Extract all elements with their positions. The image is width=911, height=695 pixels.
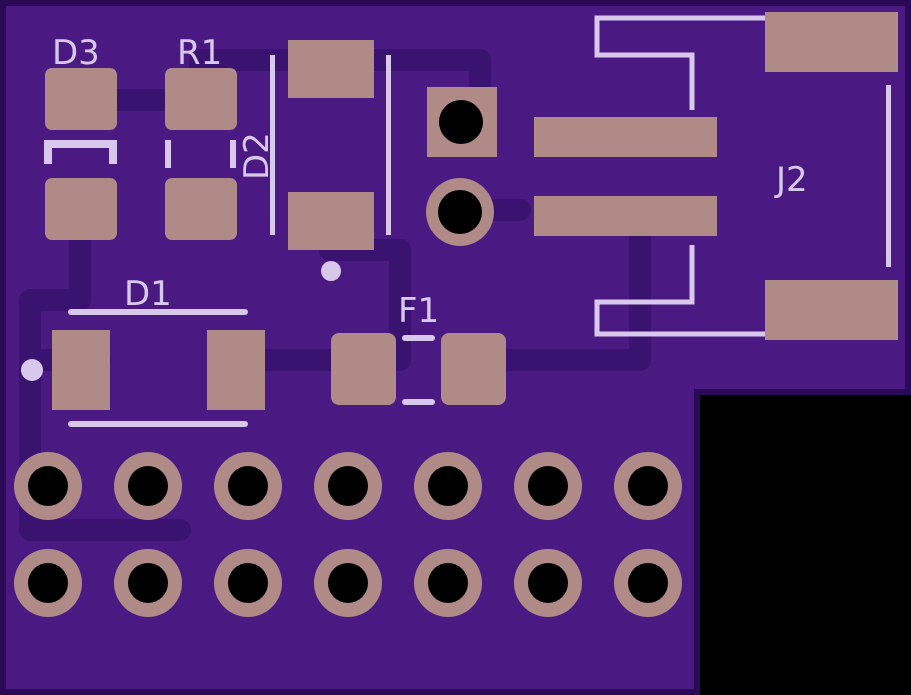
d1-pin1-dot: [21, 359, 43, 381]
header-pin-drill: [228, 563, 268, 603]
j2-label: J2: [774, 160, 808, 200]
d2-silk-right: [386, 55, 391, 235]
f1-silk-bottom: [402, 399, 435, 405]
header-pin-drill: [128, 466, 168, 506]
j2-pad-1: [534, 117, 717, 157]
f1-label: F1: [398, 291, 439, 331]
r1-pad-2: [165, 178, 237, 240]
header-pin-drill: [428, 563, 468, 603]
d3-pad-2: [45, 178, 117, 240]
f1-pad-2: [441, 333, 506, 405]
th-round-drill: [438, 190, 482, 234]
d1-silk-bottom: [68, 421, 248, 427]
header-pin-drill: [328, 466, 368, 506]
j2-silk-bottom: [594, 245, 780, 337]
d2-silk-left: [270, 55, 275, 235]
j2-mount-pad-top: [765, 12, 898, 72]
j2-silk-top: [594, 15, 780, 110]
header-pin-drill: [428, 466, 468, 506]
d1-silk-top: [68, 309, 248, 315]
header-pin-drill: [528, 466, 568, 506]
th-square-drill: [439, 100, 483, 144]
header-pin-drill: [28, 563, 68, 603]
d3-silk-cathode: [44, 140, 117, 164]
header-pin-drill: [628, 563, 668, 603]
j2-mount-pad-bottom: [765, 280, 898, 340]
r1-pad-1: [165, 68, 237, 130]
header-pin-drill: [228, 466, 268, 506]
d1-label: D1: [124, 274, 172, 314]
header-pin-drill: [128, 563, 168, 603]
header-pins: [14, 452, 682, 617]
d3-label: D3: [52, 33, 100, 73]
r1-silk-left: [165, 140, 171, 168]
d3-pad-1: [45, 68, 117, 130]
j2-silk-right: [886, 85, 891, 267]
d1-pad-2: [207, 330, 265, 410]
j2-pad-2: [534, 196, 717, 236]
d1-pad-1: [52, 330, 110, 410]
f1-silk-top: [402, 335, 435, 341]
header-pin-drill: [28, 466, 68, 506]
f1-pad-1: [331, 333, 396, 405]
header-pin-drill: [528, 563, 568, 603]
d2-pad-1: [288, 40, 374, 98]
header-pin-drill: [328, 563, 368, 603]
d2-pin1-dot: [321, 261, 341, 281]
header-pin-drill: [628, 466, 668, 506]
r1-label: R1: [177, 33, 222, 73]
r1-silk-right: [230, 140, 236, 168]
d2-pad-2: [288, 192, 374, 250]
